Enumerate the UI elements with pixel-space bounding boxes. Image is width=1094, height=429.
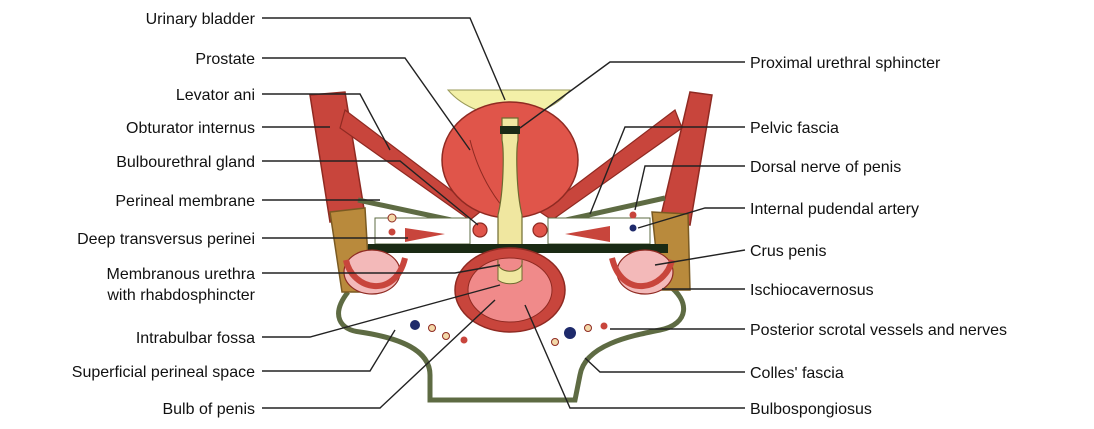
- label-pelvic-fascia: Pelvic fascia: [750, 120, 839, 137]
- label-bulbourethral-gland: Bulbourethral gland: [116, 154, 255, 171]
- internal-pudendal-dot: [630, 225, 637, 232]
- label-deep-transversus: Deep transversus perinei: [77, 231, 255, 248]
- leader-urinary-bladder: [262, 18, 505, 100]
- label-bulbospongiosus: Bulbospongiosus: [750, 401, 872, 418]
- obturator-internus-left: [310, 92, 365, 222]
- scrotal-vessel-right-3: [601, 323, 608, 330]
- scrotal-vessel-left-1: [429, 325, 436, 332]
- scrotal-nerve-left: [410, 320, 420, 330]
- label-ischiocavernosus: Ischiocavernosus: [750, 282, 874, 299]
- label-internal-pudendal-artery: Internal pudendal artery: [750, 201, 919, 218]
- leader-colles-fascia: [585, 358, 745, 372]
- labels-left: Urinary bladder Prostate Levator ani Obt…: [72, 11, 256, 418]
- scrotal-vessel-right-1: [552, 339, 559, 346]
- label-rhabdosphincter: with rhabdosphincter: [106, 287, 255, 304]
- label-prostate: Prostate: [195, 51, 255, 68]
- bulbourethral-gland-left: [473, 223, 487, 237]
- label-obturator-internus: Obturator internus: [126, 120, 255, 137]
- label-levator-ani: Levator ani: [176, 87, 255, 104]
- label-colles-fascia: Colles' fascia: [750, 365, 844, 382]
- leader-bulb-of-penis: [262, 300, 495, 408]
- leader-bulbospongiosus: [525, 305, 745, 408]
- label-superficial-perineal-space: Superficial perineal space: [72, 364, 255, 381]
- dorsal-nerve-dot: [630, 212, 637, 219]
- labels-right: Proximal urethral sphincter Pelvic fasci…: [750, 55, 1007, 418]
- bulbourethral-gland-right: [533, 223, 547, 237]
- scrotal-nerve-right: [564, 327, 576, 339]
- label-bulb-of-penis: Bulb of penis: [162, 401, 255, 418]
- label-dorsal-nerve-of-penis: Dorsal nerve of penis: [750, 159, 901, 176]
- deep-vessel-1: [388, 214, 396, 222]
- label-proximal-urethral-sphincter: Proximal urethral sphincter: [750, 55, 941, 72]
- label-urinary-bladder: Urinary bladder: [146, 11, 256, 28]
- label-membranous-urethra: Membranous urethra: [106, 266, 255, 283]
- proximal-urethral-sphincter-band: [500, 126, 520, 134]
- label-intrabulbar-fossa: Intrabulbar fossa: [136, 330, 255, 347]
- deep-vessel-2: [389, 229, 396, 236]
- anatomy-illustration: [310, 90, 712, 400]
- label-perineal-membrane: Perineal membrane: [115, 193, 255, 210]
- scrotal-vessel-right-2: [585, 325, 592, 332]
- label-posterior-scrotal-vessels: Posterior scrotal vessels and nerves: [750, 322, 1007, 339]
- scrotal-vessel-left-3: [461, 337, 468, 344]
- label-crus-penis: Crus penis: [750, 243, 826, 260]
- obturator-internus-right: [660, 92, 712, 225]
- scrotal-vessel-left-2: [443, 333, 450, 340]
